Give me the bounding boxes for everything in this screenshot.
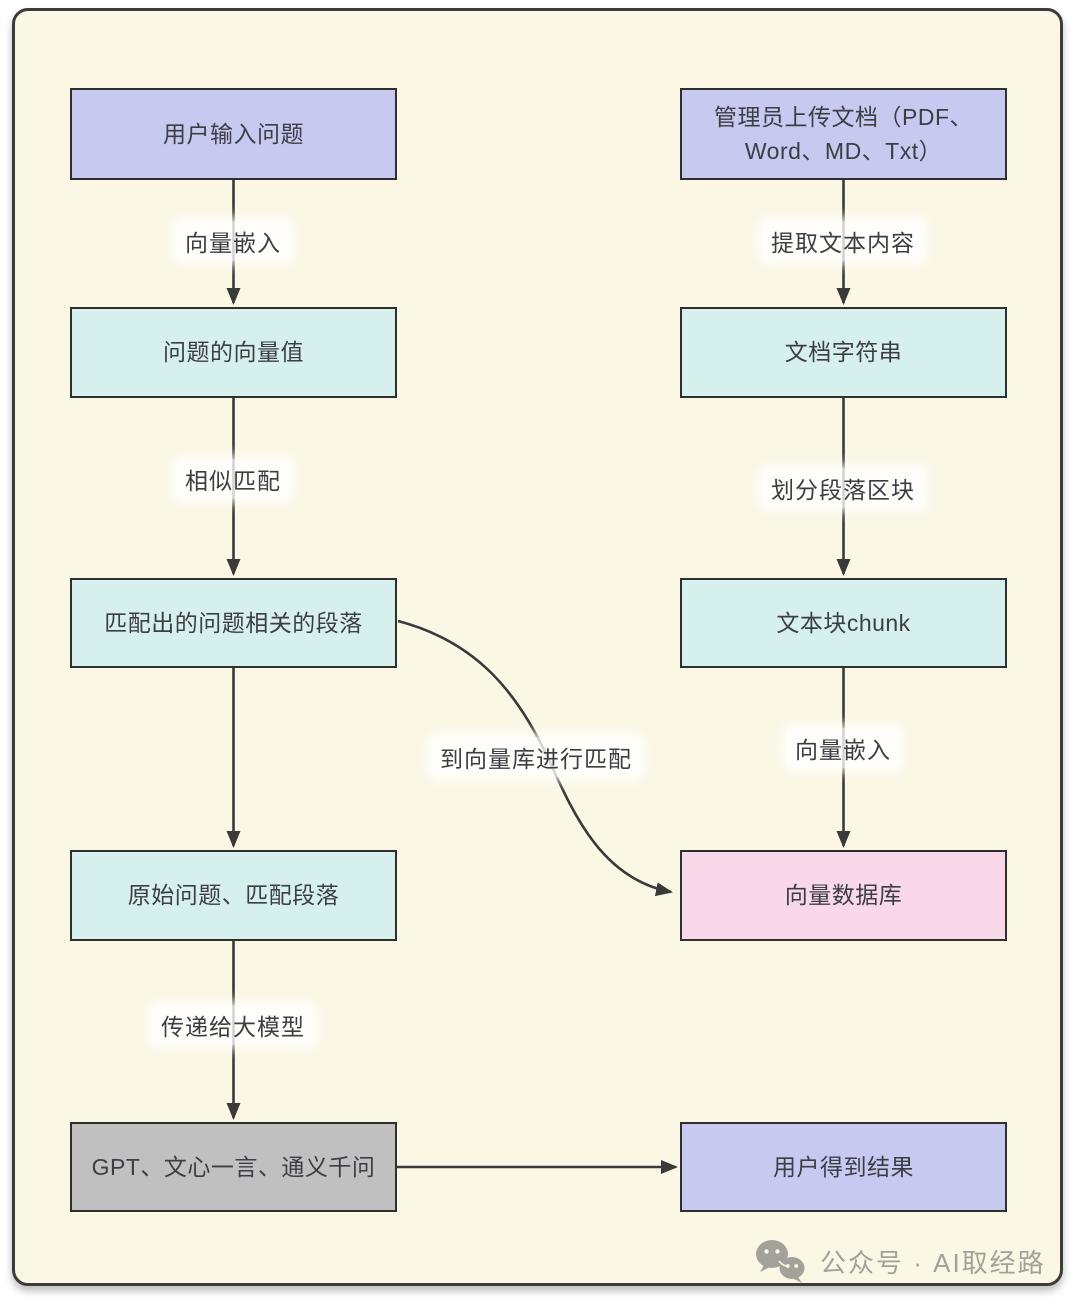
node-vector-database: 向量数据库 <box>680 850 1007 941</box>
node-label: 文档字符串 <box>784 339 903 366</box>
node-label: 原始问题、匹配段落 <box>127 882 340 909</box>
node-user-gets-result: 用户得到结果 <box>680 1122 1007 1212</box>
edge-label-split-paragraph: 划分段落区块 <box>762 468 924 508</box>
node-matched-paragraphs: 匹配出的问题相关的段落 <box>70 578 397 668</box>
node-label: 用户得到结果 <box>773 1153 914 1180</box>
node-label: 文本块chunk <box>776 609 911 636</box>
node-label: 向量数据库 <box>784 882 903 909</box>
edge-label-extract-text: 提取文本内容 <box>762 221 924 261</box>
edge-label-match-in-vectordb: 到向量库进行匹配 <box>431 737 641 777</box>
node-user-input-question: 用户输入问题 <box>70 88 397 180</box>
node-label: 用户输入问题 <box>163 120 304 147</box>
node-label: GPT、文心一言、通义千问 <box>91 1153 376 1180</box>
footer-brand-text: 公众号 · AI取经路 <box>820 1247 1046 1278</box>
edge-label-similarity-match: 相似匹配 <box>176 459 290 499</box>
node-original-question-matched: 原始问题、匹配段落 <box>70 850 397 941</box>
edge-label-vector-embed-left: 向量嵌入 <box>176 221 290 261</box>
node-text-chunk: 文本块chunk <box>680 578 1007 668</box>
node-question-vector: 问题的向量值 <box>70 307 397 398</box>
edge-label-vector-embed-right: 向量嵌入 <box>786 728 900 768</box>
node-llm-models: GPT、文心一言、通义千问 <box>70 1122 397 1212</box>
wechat-icon <box>756 1240 805 1283</box>
node-admin-upload-docs: 管理员上传文档（PDF、Word、MD、Txt） <box>680 88 1007 180</box>
node-label: 匹配出的问题相关的段落 <box>104 609 363 636</box>
node-label: 管理员上传文档（PDF、Word、MD、Txt） <box>714 103 973 165</box>
node-label: 问题的向量值 <box>163 339 304 366</box>
node-document-string: 文档字符串 <box>680 307 1007 398</box>
edge-label-pass-to-llm: 传递给大模型 <box>152 1005 314 1045</box>
footer-watermark: 公众号 · AI取经路 <box>752 1237 1046 1285</box>
